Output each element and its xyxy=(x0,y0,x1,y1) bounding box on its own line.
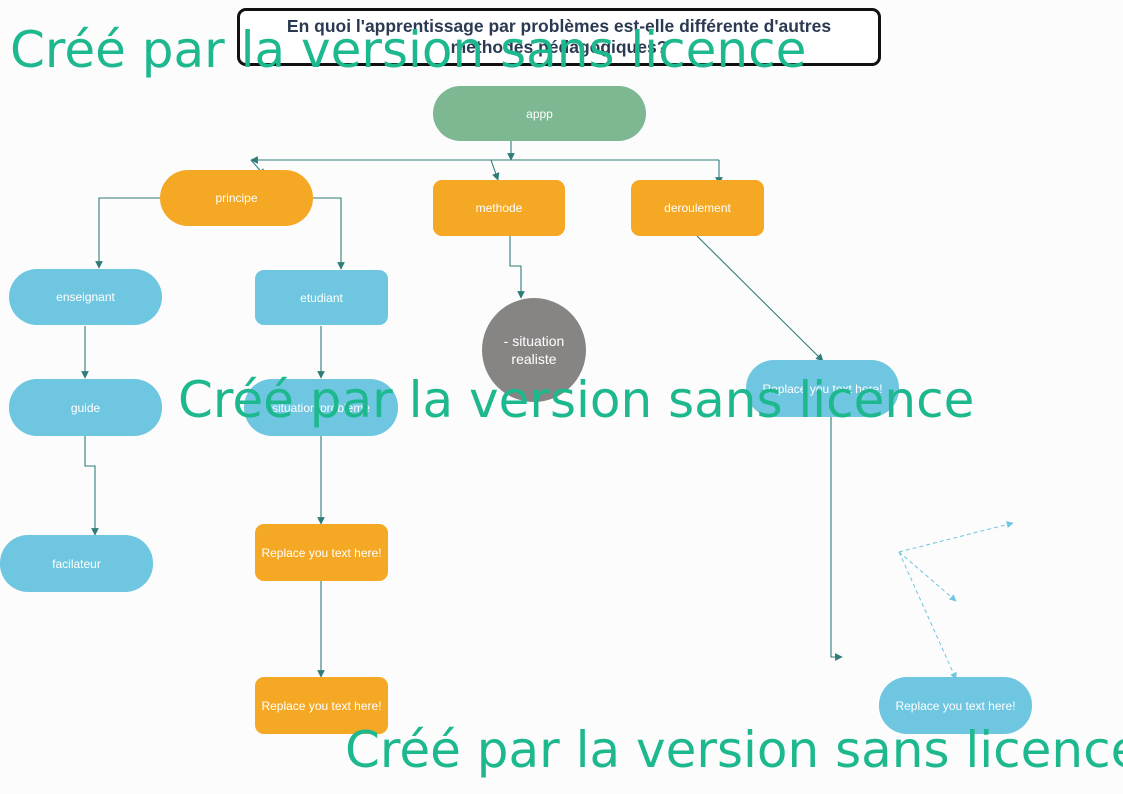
node-principe[interactable]: principe xyxy=(160,170,313,226)
node-deroulement[interactable]: deroulement xyxy=(631,180,764,236)
node-replace-1[interactable]: Replace you text here! xyxy=(255,524,388,581)
connector-deroulement-replace xyxy=(696,235,824,362)
node-situation-realiste[interactable]: - situation realiste xyxy=(482,298,586,402)
node-enseignant[interactable]: enseignant xyxy=(9,269,162,325)
node-appp[interactable]: appp xyxy=(433,86,646,141)
diagram-title: En quoi l'apprentissage par problèmes es… xyxy=(237,8,881,66)
connector-principe-enseignant xyxy=(95,197,160,269)
node-guide[interactable]: guide xyxy=(9,379,162,436)
connector-principe-etudiant xyxy=(312,197,345,270)
dashed-connector-1 xyxy=(898,521,1014,553)
node-situation-probleme[interactable]: situation problème xyxy=(244,379,398,436)
dashed-connector-3 xyxy=(898,551,957,680)
node-facilateur[interactable]: facilateur xyxy=(0,535,153,592)
node-replace-3[interactable]: Replace you text here! xyxy=(879,677,1032,734)
node-methode[interactable]: methode xyxy=(433,180,565,236)
node-etudiant[interactable]: etudiant xyxy=(255,270,388,325)
node-replace-2[interactable]: Replace you text here! xyxy=(255,677,388,734)
node-replace-deroulement[interactable]: Replace you text here! xyxy=(746,360,899,417)
connector-guide-facilateur xyxy=(84,436,99,536)
connector-replace-deroulement-down xyxy=(830,416,843,661)
connector-methode-situation xyxy=(509,236,525,299)
dashed-connector-2 xyxy=(898,551,957,602)
connector-to-methode xyxy=(490,159,500,181)
